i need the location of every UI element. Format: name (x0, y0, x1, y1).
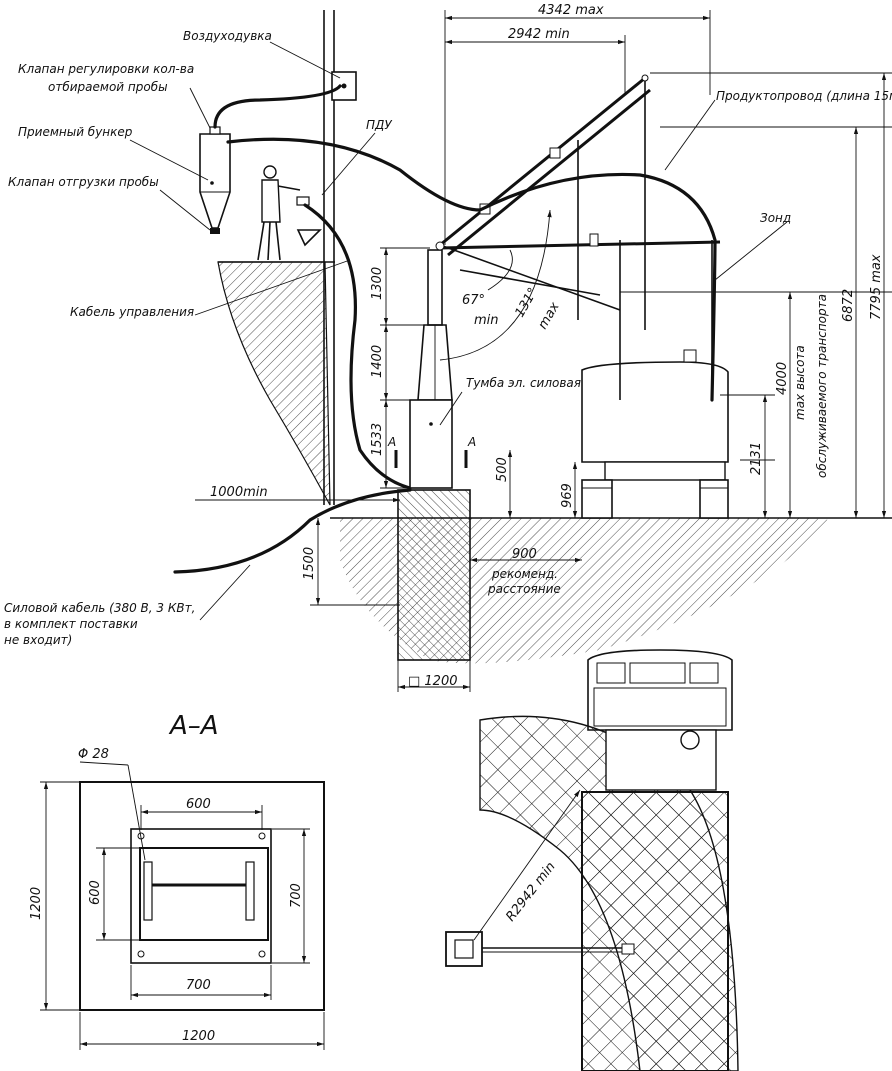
power-cabinet (409, 399, 453, 489)
dim-1000: 1000min (210, 485, 268, 500)
dim-2131: 2131 (749, 442, 764, 475)
hopper (199, 133, 231, 229)
dim-4000: 4000 (775, 362, 790, 395)
dim-angle-131-max: max (535, 300, 562, 332)
label-product-line: Продуктопровод (длина 15м) (716, 89, 892, 103)
label-max-height-1: max высота (793, 345, 807, 420)
dim-angle-67-min: min (474, 313, 499, 328)
label-unload-valve: Клапан отгрузки пробы (8, 175, 159, 189)
dim-angle-131: 131° (512, 285, 541, 320)
dim-angle-67: 67° (462, 293, 485, 308)
label-sample-valve-2: отбираемой пробы (48, 80, 168, 94)
label-power-cable-3: не входит) (4, 633, 72, 647)
dim-top-max: 4342 max (538, 3, 604, 18)
section-aa (40, 761, 325, 1050)
dim-500: 500 (495, 457, 510, 482)
dim-969: 969 (560, 483, 575, 508)
label-power-cable-2: в комплект поставки (4, 617, 138, 631)
label-pdu: ПДУ (366, 118, 392, 132)
label-probe: Зонд (760, 211, 791, 225)
dim-1533: 1533 (370, 423, 385, 456)
dim-sq1200: □ 1200 (408, 674, 458, 689)
label-sample-valve: Клапан регулировки кол-ва (18, 62, 194, 76)
dim-1500: 1500 (302, 547, 317, 580)
dim-700-bottom: 700 (186, 978, 211, 993)
dim-1400: 1400 (370, 345, 385, 378)
label-power-cable-1: Силовой кабель (380 В, 3 КВт, (4, 601, 195, 615)
dim-phi28: Φ 28 (78, 747, 109, 762)
dim-1200-bottom: 1200 (182, 1029, 215, 1044)
section-title: A–A (168, 711, 219, 741)
dim-600-top: 600 (186, 797, 211, 812)
elevation-view (129, 10, 892, 692)
foundation (397, 489, 471, 661)
label-recommended-2: расстояние (487, 582, 561, 596)
label-blower: Воздуходувка (183, 29, 272, 43)
dim-7795: 7795 max (869, 254, 884, 320)
section-mark-left: A (387, 435, 396, 449)
dim-900: 900 (512, 547, 537, 562)
label-cabinet: Тумба эл. силовая (466, 376, 581, 390)
section-mark-right: A (467, 435, 476, 449)
operator-figure (257, 165, 310, 261)
dim-600-left: 600 (88, 880, 103, 905)
label-hopper: Приемный бункер (18, 125, 133, 139)
dim-700-right: 700 (289, 883, 304, 908)
label-recommended-1: рекоменд. (491, 567, 558, 581)
dim-radius: R2942 min (503, 859, 558, 924)
plan-view (445, 649, 739, 1071)
dim-1200-left: 1200 (29, 887, 44, 920)
dim-top-min: 2942 min (508, 27, 570, 42)
dim-1300: 1300 (370, 267, 385, 300)
truck-elevation (581, 349, 729, 519)
left-embankment (217, 261, 331, 506)
column (427, 249, 443, 326)
boom (435, 74, 721, 400)
label-control-cable: Кабель управления (70, 305, 194, 319)
dim-6872: 6872 (841, 289, 856, 322)
label-max-height-2: обслуживаемого транспорта (815, 294, 829, 478)
